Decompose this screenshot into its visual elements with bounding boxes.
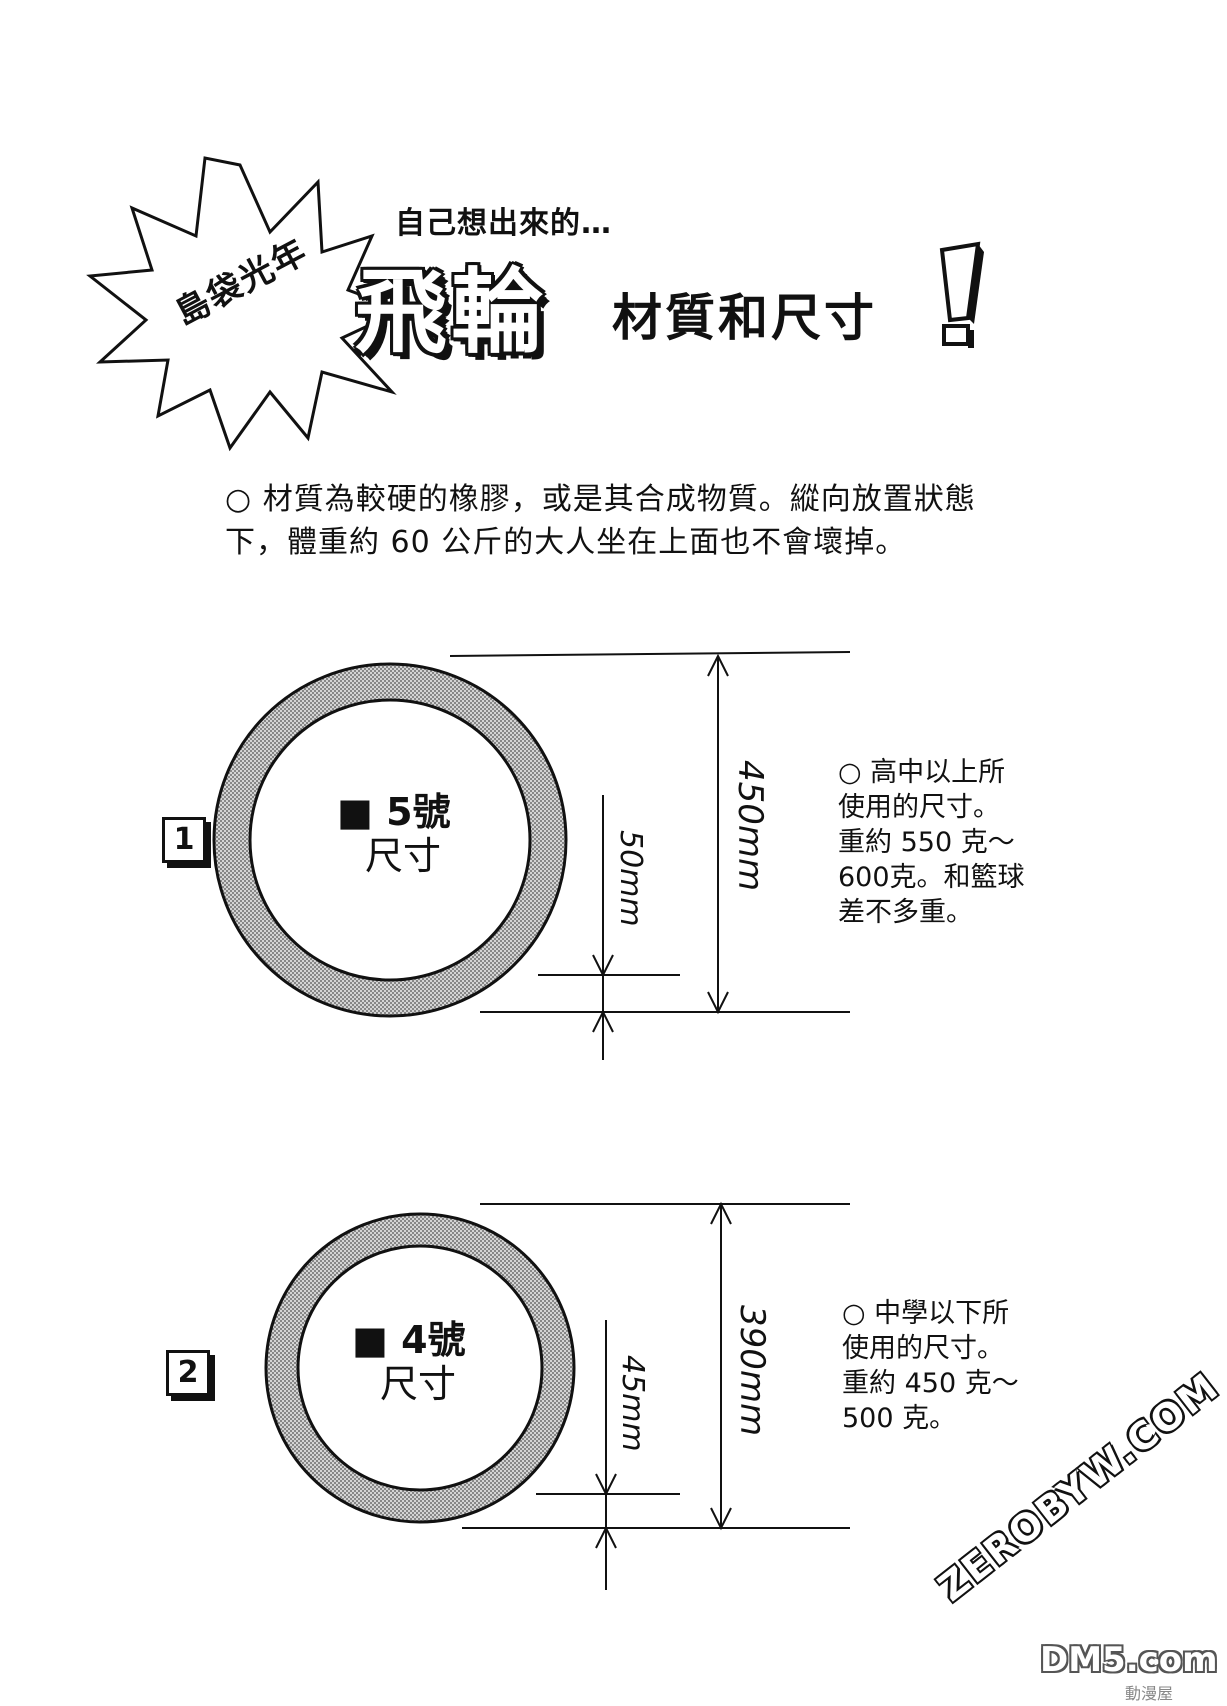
wheel-2-size-label: ■ 4號 尺寸 xyxy=(352,1318,466,1406)
wheel-2-number: 2 xyxy=(166,1350,210,1396)
wheel-2-note-line-3: 重約 450 克～ xyxy=(842,1368,1019,1399)
page-title-rest: 材質和尺寸 xyxy=(612,289,877,347)
manga-page: 島袋光年 自己想出來的… 飛輪 材質和尺寸 ○ 材質為較硬的橡膠，或是其合成物質… xyxy=(86,156,1227,1703)
wheel-2-note: ○ 中學以下所 使用的尺寸。 重約 450 克～ 500 克。 xyxy=(842,1296,1019,1436)
wheel-1-note-line-1: ○ 高中以上所 xyxy=(838,757,1006,788)
wheel-1-thickness-dimension: 50mm xyxy=(613,830,648,927)
wheel-1-outer-dimension: 450mm xyxy=(730,760,770,892)
wheel-2-ring xyxy=(264,1212,576,1524)
wheel-1-number: 1 xyxy=(162,817,206,863)
wheel-1-note-line-5: 差不多重。 xyxy=(838,897,973,928)
wheel-2-note-line-2: 使用的尺寸。 xyxy=(842,1333,1004,1364)
intro-line-1: ○ 材質為較硬的橡膠，或是其合成物質。縱向放置狀態 xyxy=(225,482,976,517)
dm5-watermark-sub: 動漫屋 xyxy=(1125,1684,1174,1703)
wheel-1-size-label: ■ 5號 尺寸 xyxy=(337,790,451,878)
wheel-1-note: ○ 高中以上所 使用的尺寸。 重約 550 克～ 600克。和籃球 差不多重。 xyxy=(838,755,1025,930)
wheel-2-thickness-dimension: 45mm xyxy=(615,1355,650,1452)
material-description: ○ 材質為較硬的橡膠，或是其合成物質。縱向放置狀態 下，體重約 60 公斤的大人… xyxy=(225,478,1025,564)
wheel-2-size-line-1: ■ 4號 xyxy=(352,1318,466,1362)
intro-line-2: 下，體重約 60 公斤的大人坐在上面也不會壞掉。 xyxy=(225,525,907,560)
wheel-2-note-line-1: ○ 中學以下所 xyxy=(842,1298,1010,1329)
dm5-watermark: DM5.com xyxy=(1040,1640,1218,1680)
wheel-1-size-line-1: ■ 5號 xyxy=(337,790,451,834)
wheel-1-note-line-2: 使用的尺寸。 xyxy=(838,792,1000,823)
wheel-2-outer-dimension: 390mm xyxy=(732,1305,772,1437)
wheel-1-note-line-3: 重約 550 克～ xyxy=(838,827,1015,858)
wheel-1-ring xyxy=(212,662,568,1018)
wheel-2-note-line-4: 500 克。 xyxy=(842,1403,957,1434)
page-title-main: 飛輪 xyxy=(355,259,548,366)
exclamation-icon xyxy=(939,241,984,348)
wheel-2-dimension-lines xyxy=(462,1201,850,1590)
diagram-graphics xyxy=(86,156,984,1590)
wheel-1-dimension-lines xyxy=(449,651,851,1060)
page-subtitle: 自己想出來的… xyxy=(395,206,612,241)
wheel-1-note-line-4: 600克。和籃球 xyxy=(838,862,1025,893)
wheel-2-size-line-2: 尺寸 xyxy=(380,1362,457,1406)
wheel-1-size-line-2: 尺寸 xyxy=(365,834,442,878)
burst-shape xyxy=(86,156,406,452)
